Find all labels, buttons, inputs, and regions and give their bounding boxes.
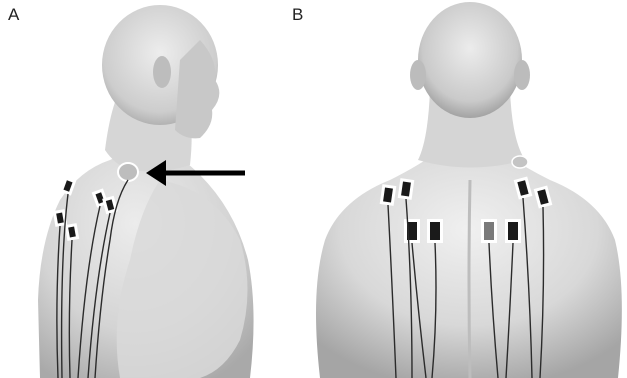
head-b [418, 2, 522, 118]
panel-b: B [300, 0, 627, 378]
panel-a: A [0, 0, 300, 378]
ear-left-b [410, 60, 426, 90]
electrode-small-b [512, 156, 528, 168]
spine-b [469, 180, 470, 378]
ear-right-b [514, 60, 530, 90]
figure-b-illustration [300, 0, 627, 378]
electrode-highlighted-a [118, 163, 138, 181]
figure-a-illustration [0, 0, 300, 378]
ear-a [153, 56, 171, 88]
